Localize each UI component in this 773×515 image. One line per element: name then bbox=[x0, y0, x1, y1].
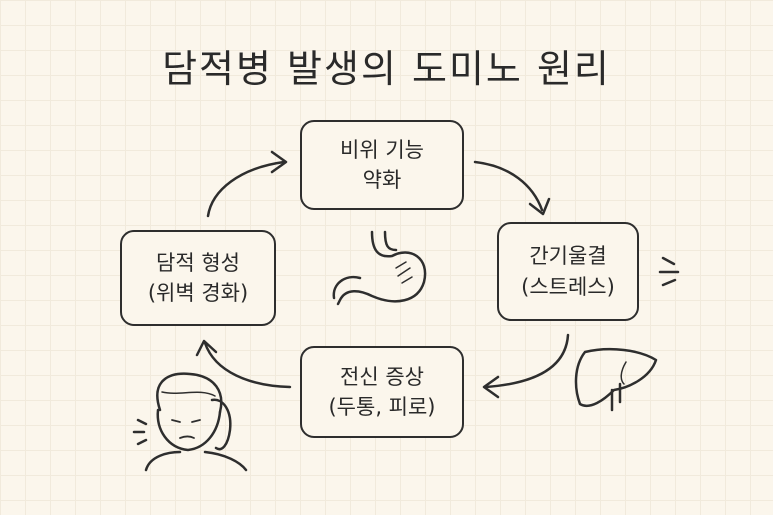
node-sublabel: (두통, 피로) bbox=[328, 395, 436, 419]
liver-icon bbox=[574, 347, 658, 412]
node-spleen-stomach-weakness: 비위 기능 약화 bbox=[300, 120, 464, 210]
arrow-bottom-left bbox=[195, 339, 292, 389]
stress-lines-icon bbox=[658, 256, 680, 287]
node-liver-qi-stagnation: 간기울결 (스트레스) bbox=[497, 222, 639, 321]
arrow-top-right bbox=[473, 160, 551, 216]
node-label: 비위 기능 bbox=[340, 137, 424, 162]
node-systemic-symptoms: 전신 증상 (두통, 피로) bbox=[300, 346, 464, 438]
arrow-top-left bbox=[206, 150, 288, 218]
diagram-title: 담적병 발생의 도미노 원리 bbox=[162, 47, 611, 91]
person-headache-icon bbox=[132, 372, 248, 472]
node-label: 간기울결 bbox=[529, 244, 607, 269]
node-sublabel: 약화 bbox=[362, 168, 402, 192]
node-label: 담적 형성 bbox=[156, 250, 240, 275]
node-label: 전신 증상 bbox=[340, 364, 424, 389]
node-sublabel: (스트레스) bbox=[521, 274, 615, 299]
node-sublabel: (위벽 경화) bbox=[147, 281, 249, 305]
node-damjeok-formation: 담적 형성 (위벽 경화) bbox=[120, 230, 276, 326]
arrow-bottom-right bbox=[482, 333, 570, 399]
stomach-icon bbox=[332, 230, 427, 306]
